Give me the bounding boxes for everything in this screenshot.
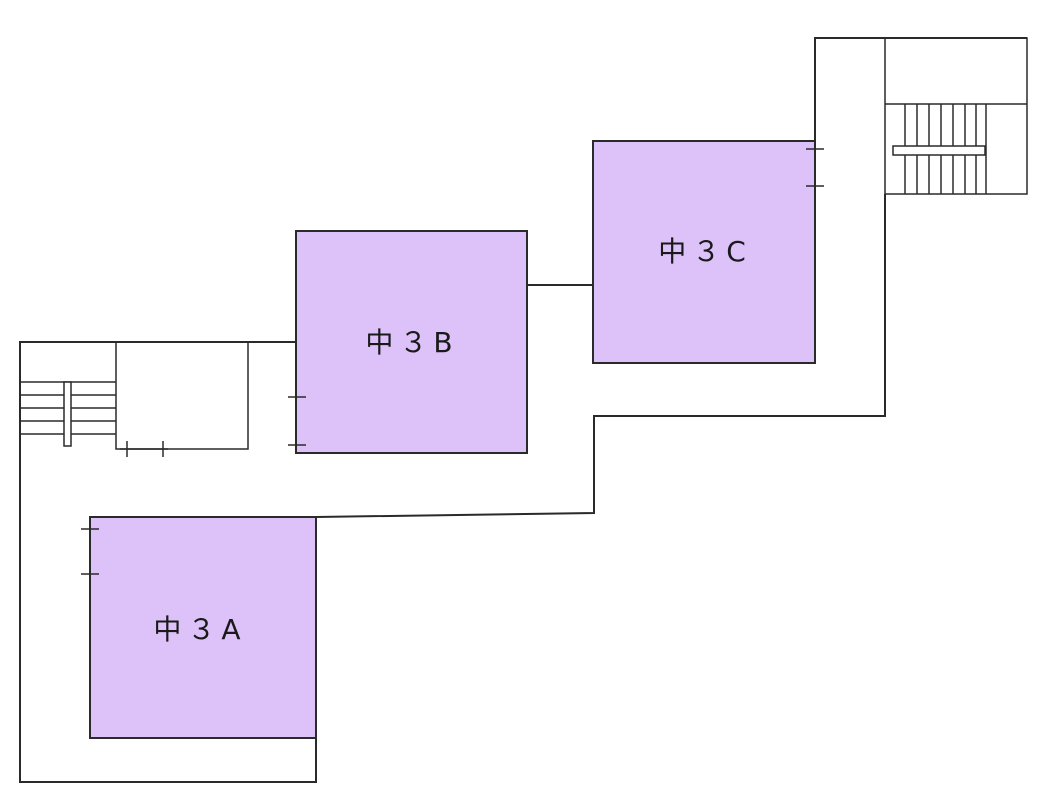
room-3c-area[interactable] bbox=[592, 140, 816, 364]
room-3a[interactable]: 中３A bbox=[81, 516, 317, 739]
corridor-wall-lower bbox=[315, 194, 886, 518]
room-3c[interactable]: 中３C bbox=[592, 140, 824, 364]
room-3a-area[interactable] bbox=[89, 516, 317, 739]
room-3b-label: 中３B bbox=[365, 326, 458, 359]
room-3b[interactable]: 中３B bbox=[288, 230, 528, 454]
corridor-wall-outer-left bbox=[19, 341, 317, 783]
room-3a-label: 中３A bbox=[153, 613, 246, 646]
stairs-left-icon bbox=[20, 381, 116, 447]
corridor-wall-upper bbox=[814, 37, 1027, 140]
corridor-walls bbox=[19, 37, 1027, 783]
small-room-left bbox=[115, 341, 249, 450]
room-3c-label: 中３C bbox=[658, 235, 752, 268]
stairs-right-icon bbox=[884, 37, 1028, 195]
room-3b-area[interactable] bbox=[295, 230, 528, 454]
